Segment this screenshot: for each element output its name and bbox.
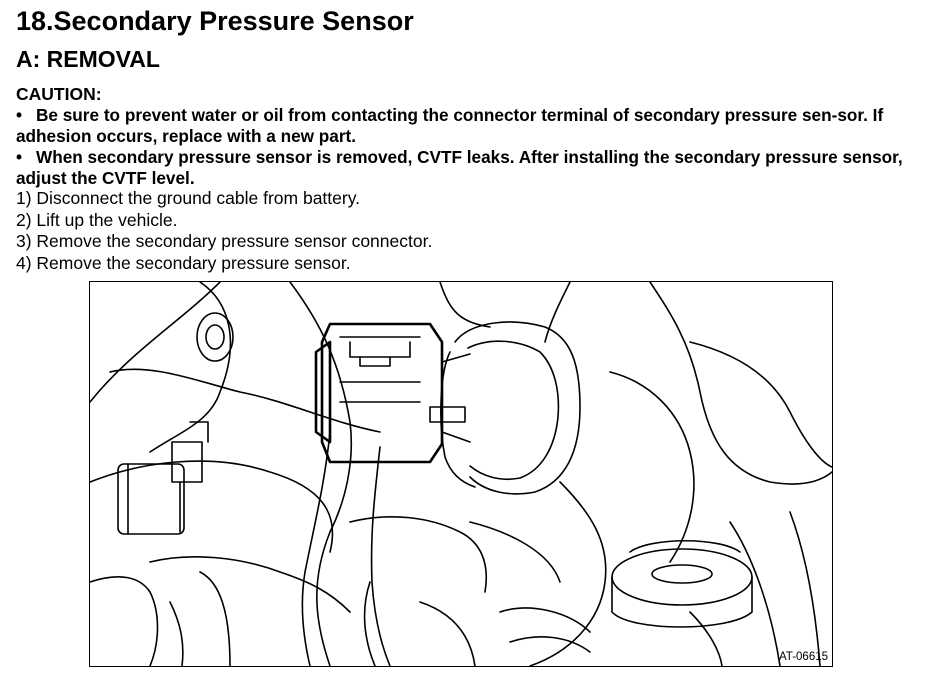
procedure-step: 3) Remove the secondary pressure sensor … xyxy=(16,231,433,251)
sensor-line-drawing xyxy=(90,282,832,666)
caution-item-text: Be sure to prevent water or oil from con… xyxy=(16,105,884,146)
procedure-step: 4) Remove the secondary pressure sensor. xyxy=(16,252,351,273)
caution-item: •Be sure to prevent water or oil from co… xyxy=(16,105,916,147)
sensor-illustration: AT-06615 xyxy=(89,281,833,667)
bullet-icon: • xyxy=(16,105,23,125)
bullet-icon: • xyxy=(16,147,23,167)
procedure-step: 1) Disconnect the ground cable from batt… xyxy=(16,188,361,208)
procedure-steps: 1) Disconnect the ground cable from batt… xyxy=(16,188,432,274)
subsection-title: A: REMOVAL xyxy=(16,46,160,72)
section-title: 18.Secondary Pressure Sensor xyxy=(16,6,414,36)
caution-title: CAUTION: xyxy=(16,84,102,104)
caution-item-text: When secondary pressure sensor is remove… xyxy=(16,147,903,188)
caution-item: •When secondary pressure sensor is remov… xyxy=(16,147,916,189)
procedure-step: 2) Lift up the vehicle. xyxy=(16,209,178,230)
caution-list: •Be sure to prevent water or oil from co… xyxy=(16,105,916,189)
figure-id: AT-06615 xyxy=(778,651,828,663)
